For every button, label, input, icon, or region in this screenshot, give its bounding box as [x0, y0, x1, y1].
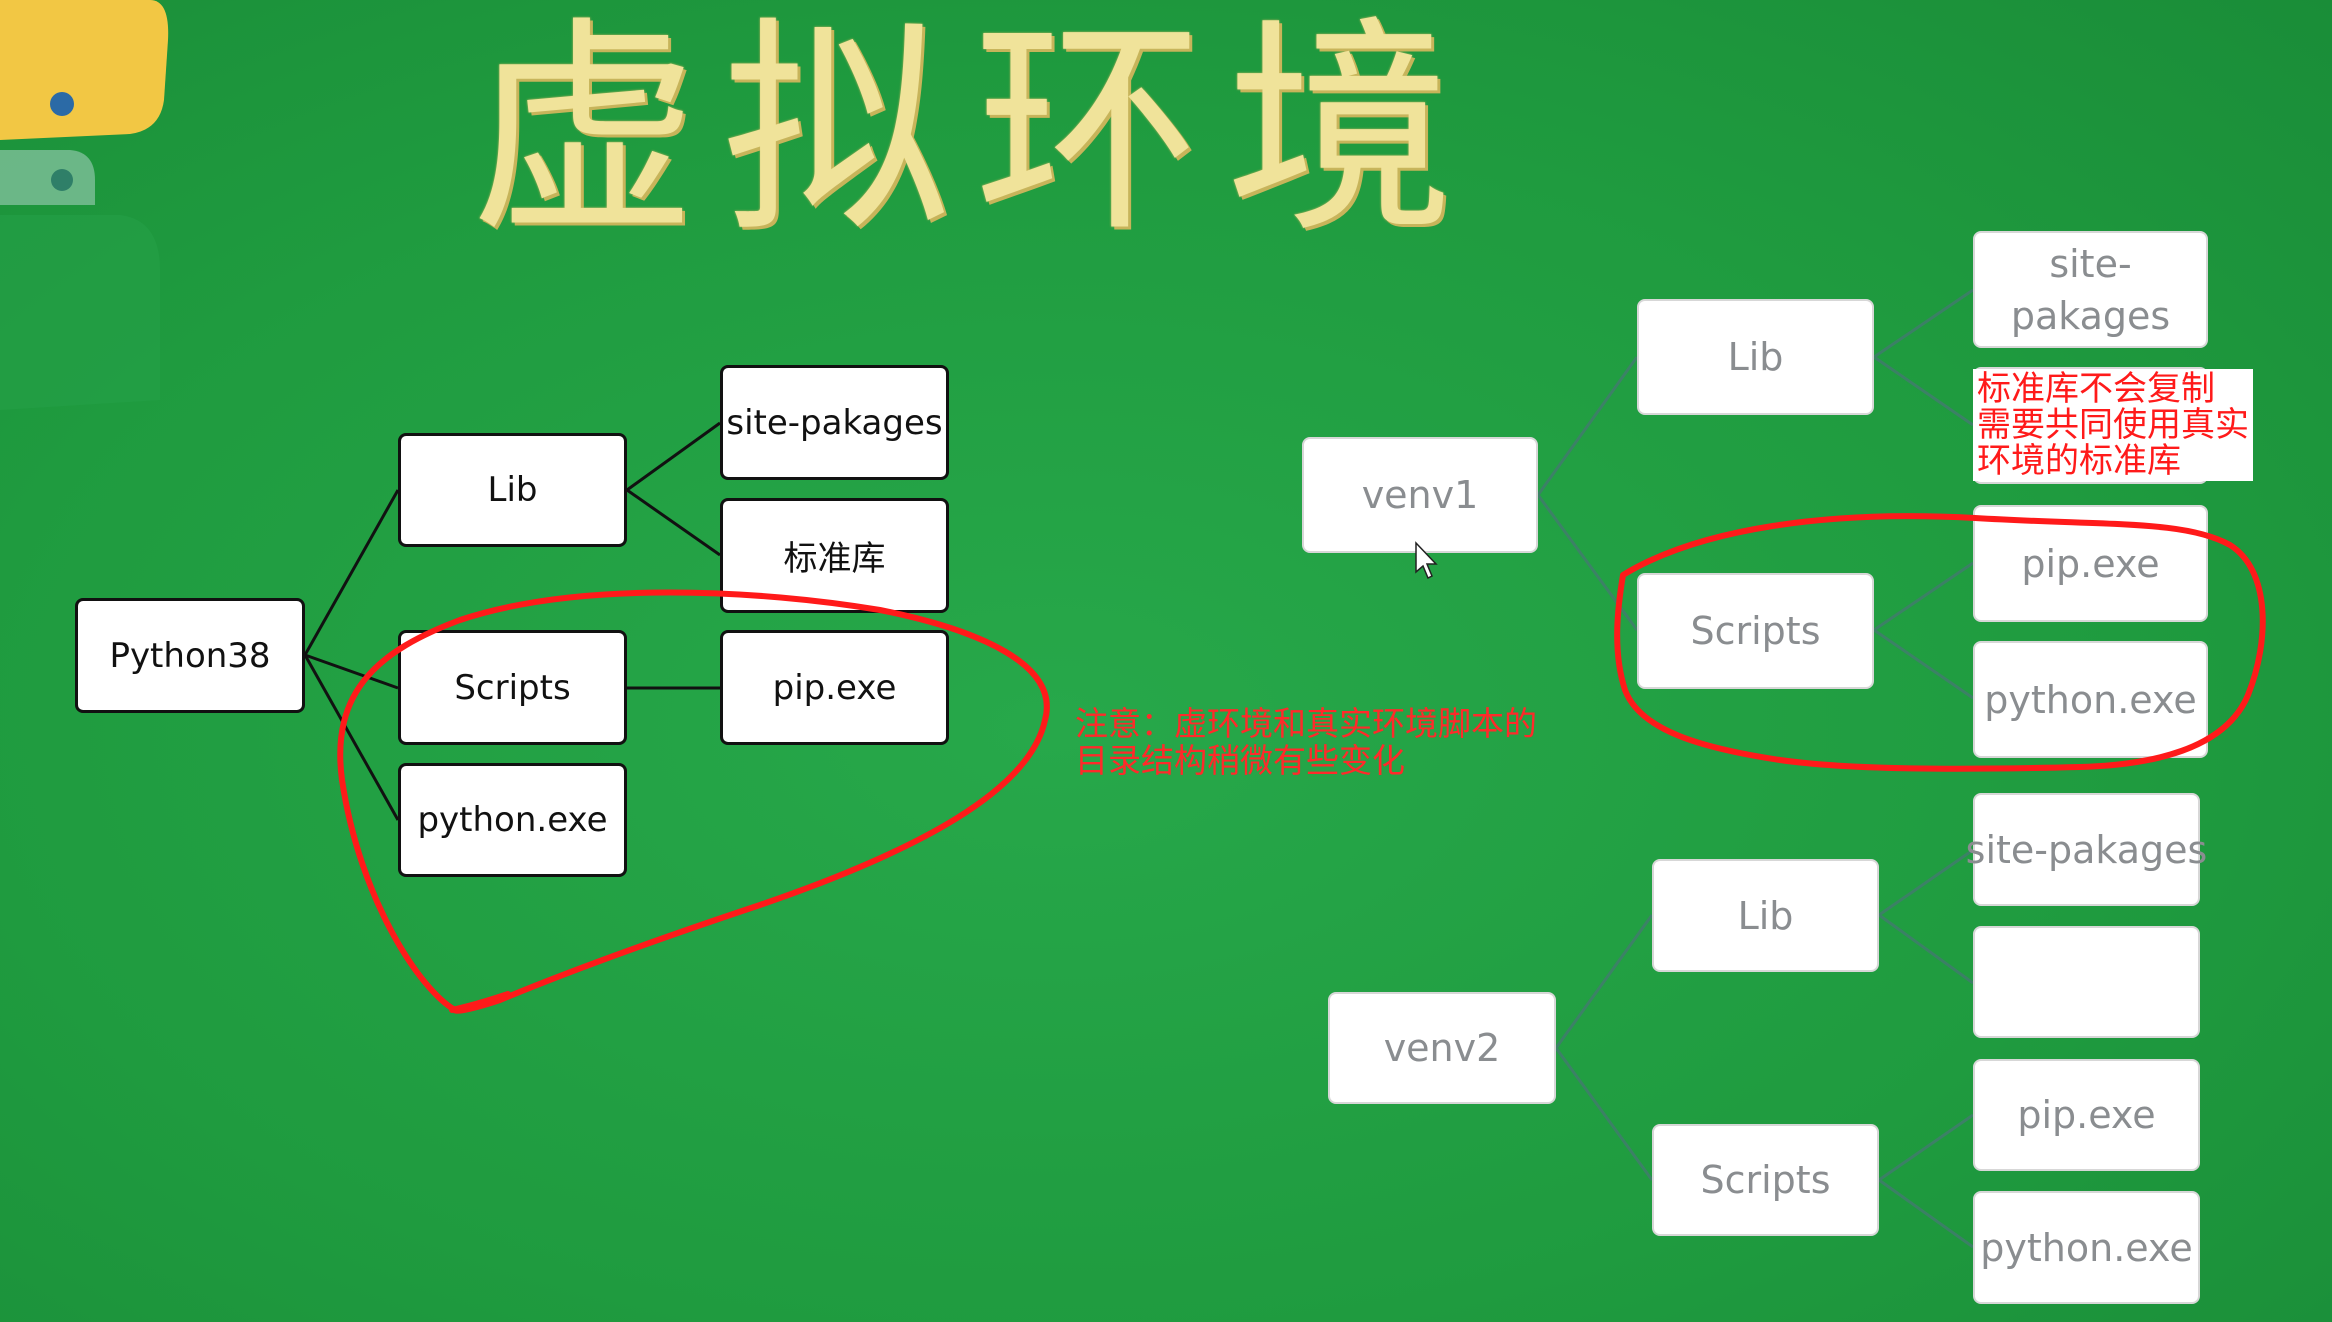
python38-label: Python38 [109, 635, 271, 676]
python-exe-label: python.exe [417, 800, 608, 840]
venv1-lib-label: Lib [1727, 335, 1784, 379]
mouse-cursor-icon [1415, 541, 1438, 580]
note-left-line2: 目录结构稍微有些变化 [1075, 741, 1405, 780]
venv2-pip-exe-node: pip.exe [1973, 1059, 2200, 1171]
venv1-scripts-node: Scripts [1637, 573, 1874, 689]
venv1-pip-exe-label: pip.exe [2021, 541, 2160, 586]
pip-exe-node: pip.exe [720, 630, 949, 745]
note-right-line2: 需要共同使用真实 [1977, 405, 2249, 445]
venv2-pip-exe-label: pip.exe [2017, 1093, 2156, 1137]
note-right-line1: 标准库不会复制 [1977, 369, 2215, 409]
venv2-label: venv2 [1383, 1026, 1501, 1070]
venv2-stdlib-placeholder-node [1973, 926, 2200, 1038]
python-logo-icon [0, 0, 169, 410]
site-packages-label: site-pakages [726, 402, 943, 443]
stdlib-label: 标准库 [783, 539, 886, 579]
venv1-label: venv1 [1361, 473, 1479, 517]
note-right: 标准库不会复制 需要共同使用真实 环境的标准库 [1973, 369, 2253, 481]
venv1-site-packages-line1: site- [2049, 241, 2132, 286]
venv1-site-packages-node: site- pakages [1973, 231, 2208, 348]
venv2-scripts-label: Scripts [1700, 1158, 1831, 1202]
page-title: 虚拟环境 [470, 0, 1478, 263]
venv2-python-exe-label: python.exe [1980, 1225, 2193, 1270]
venv2-node: venv2 [1328, 992, 1556, 1104]
note-left: 注意：虚环境和真实环境脚本的 目录结构稍微有些变化 [1075, 705, 1537, 779]
lib-label: Lib [487, 470, 538, 510]
lib-node: Lib [398, 433, 627, 547]
venv2-lib-label: Lib [1737, 893, 1794, 938]
scripts-label: Scripts [454, 667, 571, 708]
pip-exe-label: pip.exe [772, 667, 897, 708]
note-left-line1: 注意：虚环境和真实环境脚本的 [1075, 704, 1537, 743]
python-exe-node: python.exe [398, 763, 627, 877]
venv1-python-exe-node: python.exe [1973, 641, 2208, 758]
site-packages-node: site-pakages [720, 365, 949, 480]
python38-node: Python38 [75, 598, 305, 713]
venv2-site-packages-node: site-pakages [1966, 793, 2207, 906]
venv2-scripts-node: Scripts [1652, 1124, 1879, 1236]
note-right-line3: 环境的标准库 [1977, 441, 2181, 481]
left-highlight-tail [449, 991, 511, 1013]
venv1-site-packages-line2: pakages [2010, 293, 2171, 338]
venv1-node: venv1 [1302, 437, 1538, 553]
right-highlight-circle [1614, 513, 2266, 772]
venv2-lib-node: Lib [1652, 859, 1879, 972]
venv1-lib-node: Lib [1637, 299, 1874, 415]
venv2-site-packages-label: site-pakages [1965, 827, 2208, 872]
venv1-python-exe-label: python.exe [1984, 677, 2197, 722]
venv1-scripts-label: Scripts [1690, 609, 1821, 653]
scripts-node: Scripts [398, 630, 627, 745]
left-highlight-circle [337, 589, 1050, 1014]
venv2-python-exe-node: python.exe [1973, 1191, 2200, 1304]
